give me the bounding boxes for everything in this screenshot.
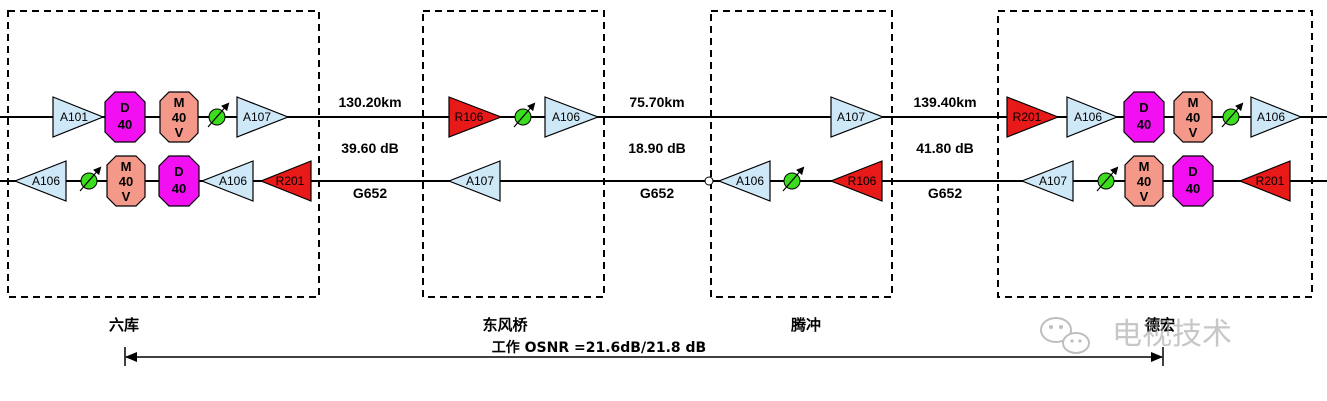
amplifier-label: A106 bbox=[1257, 110, 1285, 124]
watermark: 电视技术 bbox=[1040, 317, 1232, 354]
span-loss: 18.90 dB bbox=[628, 140, 686, 156]
amplifier-label: A106 bbox=[1074, 110, 1102, 124]
mux-icon: M 40 V bbox=[1124, 155, 1164, 207]
site-box-liuku bbox=[7, 10, 320, 298]
span-labels: 130.20km 39.60 dB G652 75.70km 18.90 dB … bbox=[338, 94, 976, 201]
site-box-tengchong bbox=[710, 10, 893, 298]
amplifier-icon: A107 bbox=[236, 96, 290, 138]
span-distance: 130.20km bbox=[338, 94, 401, 110]
span-loss: 39.60 dB bbox=[341, 140, 399, 156]
amplifier-label: R106 bbox=[455, 110, 484, 124]
amplifier-icon: A107 bbox=[830, 96, 885, 138]
span-fiber: G652 bbox=[353, 185, 387, 201]
demux-channels: 40 bbox=[1186, 181, 1200, 196]
site-name-tengchong: 腾冲 bbox=[790, 316, 821, 334]
attenuator-icon bbox=[79, 166, 102, 192]
top-row: A101 D 40 M 40 V A107 R106 bbox=[52, 91, 1303, 143]
amplifier-label: A101 bbox=[60, 110, 88, 124]
demux-letter: D bbox=[1188, 164, 1197, 179]
attenuator-icon bbox=[782, 166, 805, 192]
amplifier-label: A106 bbox=[552, 110, 580, 124]
attenuator-icon bbox=[207, 102, 230, 128]
amplifier-label: R201 bbox=[1256, 174, 1285, 188]
demux-icon: D 40 bbox=[158, 155, 200, 207]
demux-letter: D bbox=[120, 100, 129, 115]
site-name-dehong: 德宏 bbox=[1145, 316, 1175, 334]
site-name-liuku: 六库 bbox=[109, 316, 139, 334]
amplifier-icon: A106 bbox=[200, 160, 254, 202]
mux-icon: M 40 V bbox=[106, 155, 146, 207]
site-names: 六库 东风桥 腾冲 德宏 bbox=[109, 316, 1175, 334]
amplifier-label: A107 bbox=[243, 110, 271, 124]
mux-type: V bbox=[1189, 125, 1198, 140]
mux-icon: M 40 V bbox=[1173, 91, 1213, 143]
attenuator-icon bbox=[1096, 166, 1119, 192]
amplifier-icon: A106 bbox=[717, 160, 771, 202]
span-distance: 139.40km bbox=[913, 94, 976, 110]
mux-letter: M bbox=[1139, 159, 1150, 174]
span-fiber: G652 bbox=[640, 185, 674, 201]
mux-type: V bbox=[122, 189, 131, 204]
amplifier-label: R201 bbox=[276, 174, 305, 188]
amplifier-label: R106 bbox=[848, 174, 877, 188]
amplifier-label: A106 bbox=[736, 174, 764, 188]
amplifier-label: A107 bbox=[1039, 174, 1067, 188]
demux-channels: 40 bbox=[1137, 117, 1151, 132]
amplifier-icon: A106 bbox=[1250, 96, 1303, 138]
fiber-connector bbox=[704, 176, 714, 186]
demux-icon: D 40 bbox=[1123, 91, 1165, 143]
mux-type: V bbox=[1140, 189, 1149, 204]
osnr-range: 工作 OSNR =21.6dB/21.8 dB bbox=[124, 339, 1164, 366]
demux-channels: 40 bbox=[172, 181, 186, 196]
raman-amplifier-icon: R201 bbox=[1006, 96, 1060, 138]
amplifier-label: A107 bbox=[837, 110, 865, 124]
raman-amplifier-icon: R106 bbox=[448, 96, 503, 138]
attenuator-icon bbox=[1221, 102, 1244, 128]
mux-channels: 40 bbox=[1137, 174, 1151, 189]
mux-icon: M 40 V bbox=[159, 91, 199, 143]
amplifier-icon: A101 bbox=[52, 96, 105, 138]
amplifier-label: A106 bbox=[32, 174, 60, 188]
mux-channels: 40 bbox=[172, 110, 186, 125]
amplifier-label: R201 bbox=[1013, 110, 1042, 124]
site-box-dehong bbox=[997, 10, 1313, 298]
watermark-text: 电视技术 bbox=[1112, 317, 1232, 352]
site-box-dongfengqiao bbox=[422, 10, 605, 298]
amplifier-icon: A106 bbox=[13, 160, 67, 202]
mux-channels: 40 bbox=[1186, 110, 1200, 125]
span-fiber: G652 bbox=[928, 185, 962, 201]
span-distance: 75.70km bbox=[629, 94, 684, 110]
mux-channels: 40 bbox=[119, 174, 133, 189]
demux-icon: D 40 bbox=[1172, 155, 1214, 207]
amplifier-icon: A106 bbox=[1066, 96, 1119, 138]
mux-letter: M bbox=[174, 95, 185, 110]
amplifier-label: A107 bbox=[466, 174, 494, 188]
amplifier-icon: A107 bbox=[447, 160, 501, 202]
osnr-label: 工作 OSNR =21.6dB/21.8 dB bbox=[492, 339, 706, 356]
demux-channels: 40 bbox=[118, 117, 132, 132]
wechat-icon bbox=[1040, 317, 1090, 354]
mux-type: V bbox=[175, 125, 184, 140]
span-loss: 41.80 dB bbox=[916, 140, 974, 156]
bottom-row: A106 M 40 V D 40 A106 R201 A107 bbox=[13, 155, 1291, 207]
mux-letter: M bbox=[121, 159, 132, 174]
amplifier-icon: A107 bbox=[1020, 160, 1074, 202]
demux-letter: D bbox=[174, 164, 183, 179]
raman-amplifier-icon: R106 bbox=[829, 160, 883, 202]
raman-amplifier-icon: R201 bbox=[1238, 160, 1291, 202]
demux-icon: D 40 bbox=[104, 91, 146, 143]
demux-letter: D bbox=[1139, 100, 1148, 115]
attenuator-icon bbox=[513, 102, 536, 128]
mux-letter: M bbox=[1188, 95, 1199, 110]
site-name-dongfengqiao: 东风桥 bbox=[482, 316, 528, 334]
raman-amplifier-icon: R201 bbox=[259, 160, 312, 202]
amplifier-label: A106 bbox=[219, 174, 247, 188]
amplifier-icon: A106 bbox=[544, 96, 600, 138]
